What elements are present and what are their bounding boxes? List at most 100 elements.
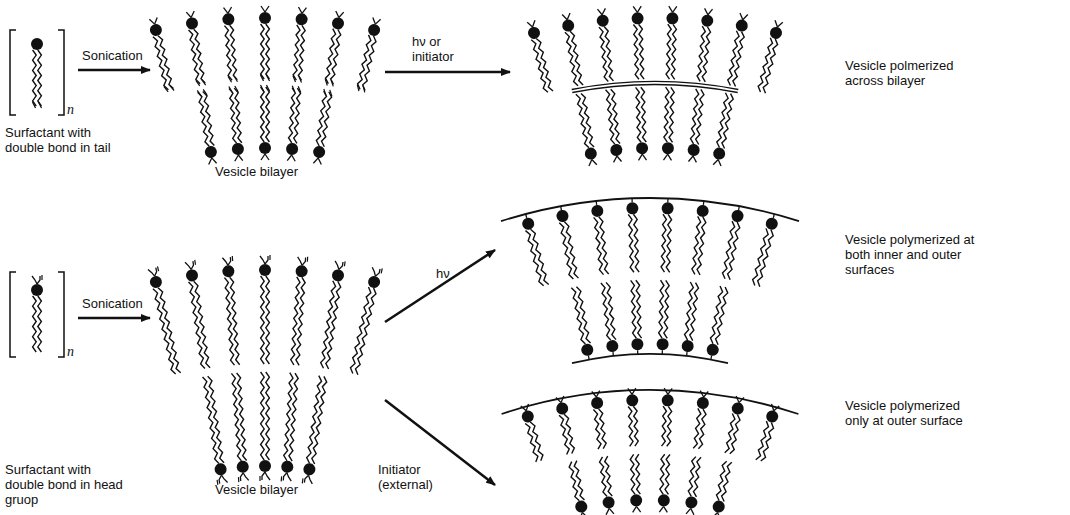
surfactant-molecule xyxy=(705,286,730,361)
double-bond xyxy=(339,262,343,270)
surfactant-molecule xyxy=(664,6,679,79)
head-stub xyxy=(562,14,567,21)
head-stub xyxy=(668,388,672,394)
caption-label: Initiator (external) xyxy=(378,462,444,492)
tail xyxy=(283,373,293,461)
surfactant-molecule xyxy=(301,375,329,485)
tail xyxy=(525,230,543,287)
head-stub xyxy=(664,388,668,394)
head-group xyxy=(631,338,643,350)
double-bond xyxy=(39,102,42,108)
tail xyxy=(721,94,734,149)
surfactant-molecule xyxy=(657,454,671,512)
surfactant-molecule xyxy=(574,92,598,166)
surfactant-molecule xyxy=(626,388,640,446)
head-group xyxy=(658,494,670,506)
head-stub xyxy=(224,7,228,13)
head-group xyxy=(661,394,673,406)
tail xyxy=(667,406,672,446)
head-stub xyxy=(153,17,158,24)
double-bond xyxy=(267,85,270,91)
surfactant-molecule xyxy=(280,373,300,483)
head-group xyxy=(331,17,345,31)
surfactant-molecule xyxy=(227,86,244,162)
double-bond xyxy=(37,276,40,284)
tail xyxy=(628,214,634,272)
tail xyxy=(732,32,745,87)
tail xyxy=(293,25,301,80)
head-stub xyxy=(663,154,667,160)
tail xyxy=(730,415,741,455)
head-group xyxy=(765,409,780,424)
surfactant-molecule xyxy=(520,213,550,288)
double-bond xyxy=(153,268,158,276)
tail xyxy=(231,373,241,461)
head-stub xyxy=(291,155,295,161)
tail xyxy=(564,414,575,454)
double-bond xyxy=(329,90,333,96)
head-stub xyxy=(527,21,532,28)
head-group xyxy=(701,14,714,27)
double-bond xyxy=(227,257,231,265)
head-stub xyxy=(228,7,232,13)
head-stub xyxy=(628,388,632,394)
double-bond xyxy=(307,257,309,262)
double-bond xyxy=(232,256,234,261)
bracket xyxy=(10,30,16,115)
double-bond xyxy=(261,85,264,91)
surfactant-molecule xyxy=(686,89,706,163)
head-group xyxy=(556,209,570,223)
surfactant-molecule xyxy=(629,280,644,354)
head-stub xyxy=(375,18,380,25)
tail xyxy=(261,372,265,460)
head-group xyxy=(259,460,271,472)
head-group xyxy=(520,409,535,424)
head-group xyxy=(731,209,745,223)
double-bond xyxy=(375,268,380,276)
head-stub xyxy=(597,9,602,15)
double-bond xyxy=(292,76,295,82)
tail xyxy=(38,50,42,106)
polymer-chain xyxy=(501,198,799,221)
tail xyxy=(671,24,677,79)
surfactant-molecule xyxy=(634,87,649,160)
head-stub xyxy=(601,8,606,14)
tail xyxy=(594,217,604,275)
surfactant-molecule xyxy=(656,280,671,354)
head-stub xyxy=(261,154,265,160)
double-bond xyxy=(356,85,360,92)
tail xyxy=(630,454,635,494)
tail xyxy=(606,282,616,340)
head-stub xyxy=(667,154,671,160)
double-bond xyxy=(265,256,268,264)
head-stub xyxy=(238,155,242,161)
surfactant-molecule xyxy=(259,372,271,481)
head-group xyxy=(259,142,271,154)
head-stub xyxy=(637,6,641,12)
surfactant-molecule xyxy=(147,266,182,375)
head-group xyxy=(31,38,43,50)
tail xyxy=(658,280,664,338)
double-bond xyxy=(298,76,301,82)
tail xyxy=(606,89,615,144)
head-group xyxy=(602,496,615,509)
head-stub xyxy=(638,154,642,160)
head-stub xyxy=(588,160,593,167)
surfactant-molecule xyxy=(590,390,609,449)
tail xyxy=(266,87,270,142)
head-group xyxy=(521,216,536,231)
head-group xyxy=(696,204,709,217)
surfactant-molecule xyxy=(291,7,308,83)
double-bond xyxy=(260,256,265,264)
surfactant-molecule xyxy=(285,86,302,162)
head-stub xyxy=(633,6,637,12)
caption-label: Vesicle polmerized across bilayer xyxy=(845,58,985,88)
head-group xyxy=(31,284,43,296)
tail xyxy=(530,228,548,285)
head-group xyxy=(555,401,569,415)
head-group xyxy=(222,265,235,278)
tail xyxy=(230,25,238,80)
double-bond xyxy=(259,476,260,481)
head-group xyxy=(295,265,308,278)
